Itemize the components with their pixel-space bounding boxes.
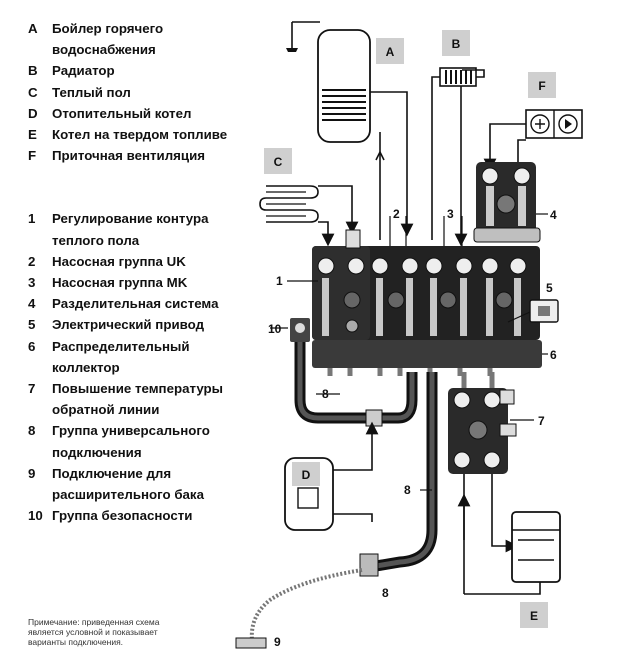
- legend-item-e: E Котел на твердом топливе: [28, 124, 238, 145]
- legend-item-1: 1 Регулирование контура теплого пола: [28, 208, 238, 250]
- tag-b-label: B: [452, 37, 461, 51]
- pump-group-row: [312, 246, 540, 340]
- flow-line: [370, 91, 414, 237]
- callout-8-lower: 8: [382, 586, 389, 600]
- legend-key: D: [28, 105, 38, 121]
- legend-item-7: 7 Повышение температуры обратной линии: [28, 378, 238, 420]
- callout-6: 6: [550, 348, 557, 362]
- expansion-hose: [249, 568, 363, 641]
- shower-icon: [286, 22, 298, 52]
- tag-a-label: A: [386, 45, 395, 59]
- callout-10: 10: [268, 322, 282, 336]
- legend-key: F: [28, 148, 37, 164]
- legend-text: Насосная группа UK: [52, 253, 186, 269]
- legend-key: 7: [28, 381, 36, 397]
- dhw-boiler: [317, 29, 371, 143]
- legend-text: Электрический привод: [52, 317, 205, 333]
- tag-f: F: [528, 72, 556, 98]
- legend-item-4: 4 Разделительная система: [28, 293, 238, 314]
- legend-key: 8: [28, 423, 36, 439]
- legend-item-d: D Отопительный котел: [28, 103, 238, 124]
- tag-c-label: C: [274, 155, 283, 169]
- legend-key: 4: [28, 296, 36, 312]
- legend-key: 5: [28, 317, 36, 333]
- callout-7: 7: [538, 414, 545, 428]
- callout-5: 5: [546, 281, 553, 295]
- tag-d: D: [292, 462, 320, 486]
- legend-text: Радиатор: [52, 63, 115, 79]
- legend-key: E: [28, 127, 37, 143]
- tag-f-label: F: [538, 79, 545, 93]
- connection-fitting: [359, 553, 379, 577]
- valve: [345, 229, 361, 249]
- ventilation-icon: [525, 109, 583, 139]
- tag-b: B: [442, 30, 470, 56]
- solid-fuel-boiler: [511, 511, 561, 583]
- legend-item-8: 8 Группа универсального подключения: [28, 420, 238, 462]
- legend-key: 1: [28, 211, 36, 227]
- legend-text: Котел на твердом топливе: [52, 127, 228, 143]
- legend-text: Отопительный котел: [52, 105, 192, 121]
- legend-text: Группа безопасности: [52, 508, 193, 524]
- legend-key: 10: [28, 508, 43, 524]
- legend-text: Подключение для расширительного бака: [52, 465, 204, 503]
- callout-9: 9: [274, 635, 281, 649]
- legend: A Бойлер горячего водоснабжения B Радиатор…: [28, 18, 238, 526]
- separation-unit: [473, 162, 541, 243]
- callout-8-middle: 8: [404, 483, 411, 497]
- legend-item-6: 6 Распределительный коллектор: [28, 336, 238, 378]
- legend-item-c: C Теплый пол: [28, 82, 238, 103]
- legend-item-a: A Бойлер горячего водоснабжения: [28, 18, 238, 60]
- return-temp-unit: [448, 388, 517, 474]
- actuator: [529, 299, 559, 323]
- legend-text: Бойлер горячего водоснабжения: [52, 21, 164, 58]
- legend-text: Разделительная система: [52, 296, 219, 312]
- distribution-manifold: [312, 340, 542, 368]
- legend-text: Группа универсального подключения: [52, 423, 210, 460]
- tag-a: A: [376, 38, 404, 64]
- legend-key: 3: [28, 275, 36, 291]
- legend-key: A: [28, 21, 38, 36]
- callout-1: 1: [276, 274, 283, 288]
- tag-c: C: [264, 148, 292, 174]
- pipe: [431, 76, 440, 240]
- legend-text: Повышение температуры обратной линии: [52, 381, 224, 418]
- legend-text: Распределительный коллектор: [52, 338, 190, 375]
- legend-item-2: 2 Насосная группа UK: [28, 251, 238, 272]
- tag-d-label: D: [302, 468, 311, 482]
- legend-key: 2: [28, 253, 36, 269]
- callout-8-upper: 8: [322, 387, 329, 401]
- valve: [365, 409, 383, 427]
- expansion-valve: [235, 637, 267, 649]
- legend-text: Насосная группа MK: [52, 275, 188, 291]
- legend-item-5: 5 Электрический привод: [28, 314, 238, 335]
- legend-text: Теплый пол: [52, 84, 131, 100]
- callout-3: 3: [447, 207, 454, 221]
- tag-e: E: [520, 602, 548, 628]
- footnote: Примечание: приведенная схема является у…: [28, 617, 160, 647]
- underfloor-coil-icon: [259, 185, 319, 223]
- callout-4: 4: [550, 208, 557, 222]
- legend-item-3: 3 Насосная группа MK: [28, 272, 238, 293]
- legend-item-b: B Радиатор: [28, 60, 238, 81]
- legend-key: 6: [28, 338, 36, 354]
- legend-item-f: F Приточная вентиляция: [28, 145, 238, 166]
- legend-key: 9: [28, 465, 36, 481]
- tag-e-label: E: [530, 609, 538, 623]
- legend-text: Приточная вентиляция: [52, 148, 206, 164]
- flexible-hose: [375, 372, 438, 572]
- legend-item-10: 10 Группа безопасности: [28, 505, 238, 526]
- safety-group: [290, 318, 310, 342]
- callout-2: 2: [393, 207, 400, 221]
- legend-key: B: [28, 63, 38, 79]
- legend-item-9: 9 Подключение для расширительного бака: [28, 463, 238, 505]
- legend-key: C: [28, 84, 38, 100]
- legend-text: Регулирование контура теплого пола: [52, 211, 209, 248]
